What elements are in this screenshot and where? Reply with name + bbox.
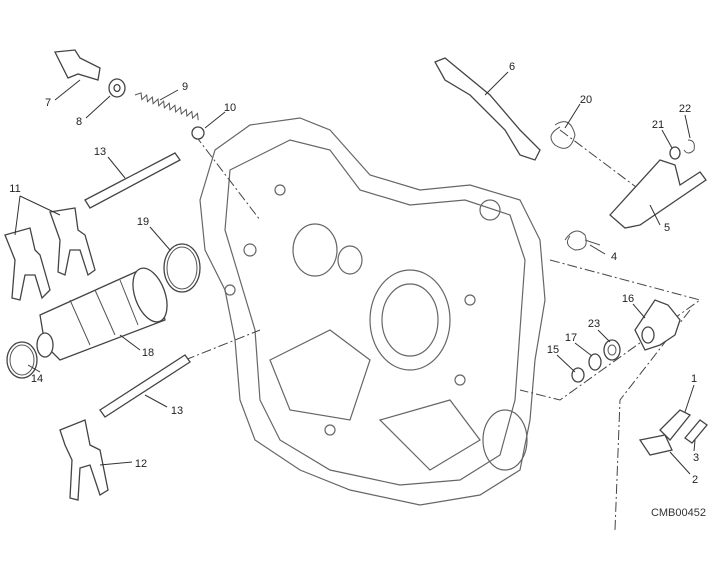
part-15-clip bbox=[571, 367, 585, 383]
leader-lines bbox=[14, 71, 696, 475]
part-8-washer bbox=[108, 78, 126, 98]
drawing-code: CMB00452 bbox=[651, 507, 706, 519]
part-1-bolt bbox=[659, 409, 692, 441]
part-14-oring bbox=[6, 341, 38, 379]
label-16: 16 bbox=[622, 293, 634, 305]
label-2: 2 bbox=[692, 474, 698, 486]
part-23-seal bbox=[603, 339, 621, 361]
part-13-rod-lower bbox=[99, 354, 191, 418]
label-13-upper: 13 bbox=[94, 146, 106, 158]
part-2-plate bbox=[638, 434, 673, 456]
label-4: 4 bbox=[611, 251, 617, 263]
label-10: 10 bbox=[224, 102, 236, 114]
crankcase bbox=[199, 117, 546, 506]
label-14: 14 bbox=[31, 373, 43, 385]
label-21: 21 bbox=[652, 119, 664, 131]
part-16-plate bbox=[634, 299, 681, 351]
part-7-bolt bbox=[53, 49, 101, 81]
part-5-shaft bbox=[609, 159, 707, 229]
label-9: 9 bbox=[182, 81, 188, 93]
label-22: 22 bbox=[679, 103, 691, 115]
part-10-ball bbox=[191, 126, 205, 140]
label-12: 12 bbox=[135, 458, 147, 470]
part-9-spring bbox=[134, 92, 199, 121]
part-20-spring bbox=[550, 121, 576, 149]
label-19: 19 bbox=[137, 216, 149, 228]
part-11-forks bbox=[4, 207, 96, 301]
part-17-washer bbox=[588, 353, 602, 371]
label-13-lower: 13 bbox=[171, 405, 183, 417]
callout-labels: 7 8 9 10 6 20 22 21 13 11 19 5 4 16 17 2… bbox=[9, 61, 706, 519]
label-1: 1 bbox=[691, 373, 697, 385]
label-15: 15 bbox=[547, 344, 559, 356]
label-17: 17 bbox=[565, 332, 577, 344]
label-11: 11 bbox=[9, 183, 20, 195]
part-18-drum bbox=[36, 267, 168, 361]
part-6-lever bbox=[434, 57, 541, 161]
part-22-clip bbox=[683, 139, 695, 154]
part-19-oring bbox=[163, 243, 201, 293]
label-18: 18 bbox=[142, 347, 154, 359]
label-3: 3 bbox=[693, 452, 699, 464]
part-13-rod-upper bbox=[84, 152, 181, 209]
part-21-washer bbox=[669, 146, 681, 160]
label-8: 8 bbox=[76, 116, 82, 128]
part-4-spring bbox=[564, 230, 601, 251]
label-23: 23 bbox=[588, 318, 600, 330]
assembly-lines bbox=[184, 129, 702, 531]
part-3-bolt bbox=[684, 419, 708, 444]
label-5: 5 bbox=[664, 222, 670, 234]
label-20: 20 bbox=[580, 94, 592, 106]
part-12-fork bbox=[59, 419, 109, 501]
label-6: 6 bbox=[509, 61, 515, 73]
label-7: 7 bbox=[45, 97, 51, 109]
